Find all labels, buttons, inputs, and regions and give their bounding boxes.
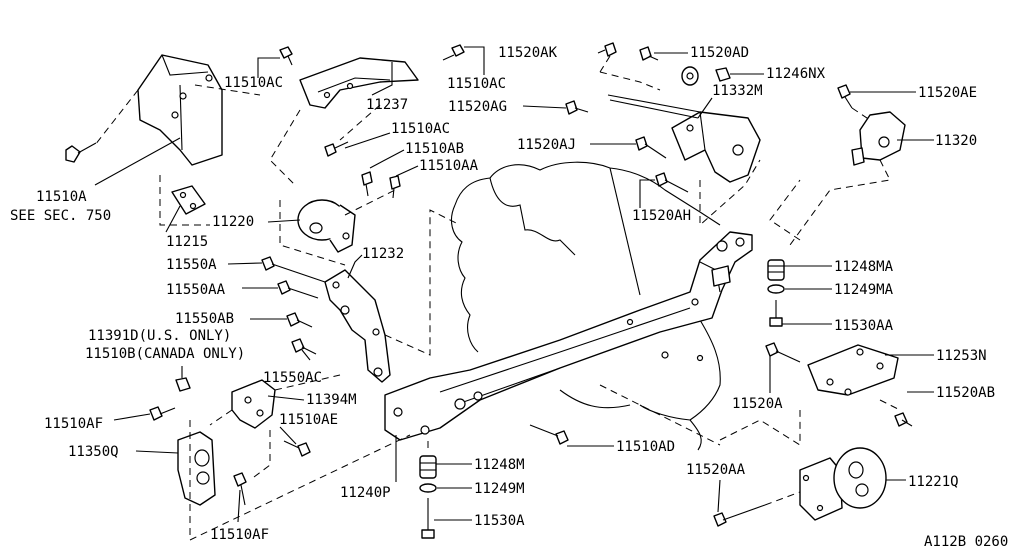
bolt-11510ad xyxy=(529,424,569,445)
label-11240p: 11240P xyxy=(340,485,391,501)
label-11510ac-mid: 11510AC xyxy=(391,121,450,137)
bolt-11520ae xyxy=(837,84,853,109)
label-11249m: 11249M xyxy=(474,481,525,497)
bolt-11510a xyxy=(65,142,97,163)
bolt-11520ag xyxy=(565,100,589,115)
bolt-11510ac-top-right xyxy=(442,44,465,61)
nut-11391d xyxy=(175,377,191,392)
label-11350q: 11350Q xyxy=(68,444,119,460)
label-11248ma: 11248MA xyxy=(834,259,894,275)
label-11320: 11320 xyxy=(935,133,977,149)
diagram-code: A112B 0260 xyxy=(924,534,1008,550)
label-11510a: 11510A xyxy=(36,189,87,205)
nut-11246nx xyxy=(715,67,731,82)
bracket-11394m xyxy=(209,374,341,429)
bracket-11332m xyxy=(607,94,761,183)
label-11237: 11237 xyxy=(366,97,408,113)
washer-11249m xyxy=(419,483,437,493)
insulator-11320 xyxy=(851,111,906,166)
washer-11520ad xyxy=(681,66,699,86)
label-11550a: 11550A xyxy=(166,257,217,273)
label-11520aj: 11520AJ xyxy=(517,137,576,153)
label-11510ac-right: 11510AC xyxy=(447,76,506,92)
label-11510aa: 11510AA xyxy=(419,158,479,174)
insulator-11221q xyxy=(799,447,887,521)
engine-block-outline xyxy=(450,161,721,451)
label-11249ma: 11249MA xyxy=(834,282,894,298)
spacer-11215 xyxy=(159,175,210,226)
label-11248m: 11248M xyxy=(474,457,525,473)
bolt-11510aa xyxy=(389,175,401,199)
cushion-11248m xyxy=(419,455,437,479)
bolt-11510ac-mid xyxy=(324,141,349,157)
bolt-11520ah xyxy=(655,172,689,193)
label-11550ac: 11550AC xyxy=(263,370,322,386)
label-11253n: 11253N xyxy=(936,348,987,364)
bolt-11520ak xyxy=(599,42,617,73)
label-11520ag: 11520AG xyxy=(448,99,507,115)
bolt-11510af-top xyxy=(149,406,176,421)
label-11530aa: 11530AA xyxy=(834,318,894,334)
bolt-11510ab xyxy=(361,171,373,197)
bolt-11510af-bottom xyxy=(233,472,247,506)
insulator-11220 xyxy=(279,189,396,266)
label-11510ac-left: 11510AC xyxy=(224,75,283,91)
bolt-11520aj xyxy=(635,136,667,159)
bolt-11520ad xyxy=(639,46,659,61)
label-11520ak: 11520AK xyxy=(498,45,558,61)
label-11520ab: 11520AB xyxy=(936,385,995,401)
label-11221q: 11221Q xyxy=(908,474,959,490)
bracket-11253n xyxy=(807,344,899,396)
washer-11249ma xyxy=(767,284,785,294)
insulator-11350q xyxy=(177,431,216,506)
label-11510af-lower: 11510AF xyxy=(210,527,269,543)
bolt-11510ae xyxy=(283,440,311,457)
bracket-11232 xyxy=(324,269,391,383)
label-11391d: 11391D(U.S. ONLY) xyxy=(88,328,231,344)
label-11232: 11232 xyxy=(362,246,404,262)
label-11510ab: 11510AB xyxy=(405,141,464,157)
bolt-11520ab xyxy=(894,412,913,427)
label-11550aa: 11550AA xyxy=(166,282,226,298)
label-11520aa: 11520AA xyxy=(686,462,746,478)
bolt-11550ac xyxy=(291,338,317,355)
bracket-sec750 xyxy=(94,54,261,166)
bolt-11550ab xyxy=(286,312,313,328)
label-11520ah: 11520AH xyxy=(632,208,691,224)
label-11394m: 11394M xyxy=(306,392,357,408)
label-11520ad: 11520AD xyxy=(690,45,749,61)
center-member-11240p xyxy=(384,231,753,441)
label-11246nx: 11246NX xyxy=(766,66,826,82)
label-11215: 11215 xyxy=(166,234,208,250)
bracket-11237 xyxy=(299,57,419,109)
label-11520a: 11520A xyxy=(732,396,783,412)
label-11550ab: 11550AB xyxy=(175,311,234,327)
label-11220: 11220 xyxy=(212,214,254,230)
label-11520ae: 11520AE xyxy=(918,85,977,101)
label-11510b: 11510B(CANADA ONLY) xyxy=(85,346,245,362)
label-11510af-upper: 11510AF xyxy=(44,416,103,432)
label-11530a: 11530A xyxy=(474,513,525,529)
cushion-11248ma xyxy=(767,259,785,281)
bolt-11510ac-top-left xyxy=(279,46,293,66)
label-11332m: 11332M xyxy=(712,83,763,99)
bolt-11550a xyxy=(261,256,326,283)
bolt-11550aa xyxy=(277,280,319,299)
leader-lines xyxy=(94,46,934,523)
bolt-11520a xyxy=(765,342,801,363)
label-11510ad: 11510AD xyxy=(616,439,675,455)
label-see-sec-750: SEE SEC. 750 xyxy=(10,208,111,224)
bolt-11530a xyxy=(421,498,435,539)
bolt-11530aa xyxy=(769,300,783,327)
bolt-11520aa xyxy=(713,504,766,527)
label-11510ae: 11510AE xyxy=(279,412,338,428)
